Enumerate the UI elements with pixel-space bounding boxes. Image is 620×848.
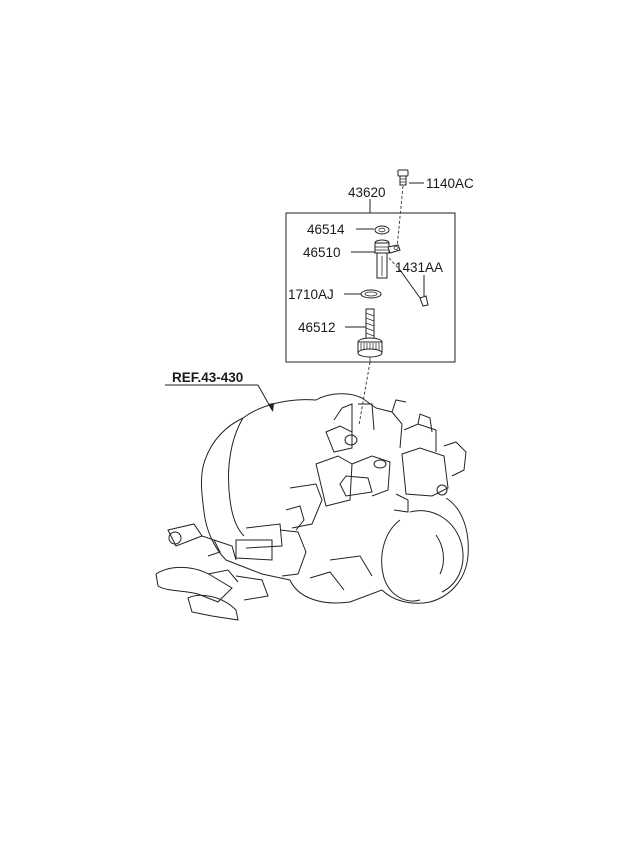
o-ring-part[interactable] [360,289,382,299]
label-1431aa: 1431AA [395,260,443,275]
label-1710aj: 1710AJ [288,287,334,302]
label-reference: REF.43-430 [172,370,243,385]
sleeve-part[interactable] [374,239,401,279]
pin-axis [388,257,401,271]
bolt-axis [396,185,404,249]
install-axis [358,361,371,426]
label-43620: 43620 [348,185,386,200]
driven-gear-part[interactable] [357,308,383,362]
transmission-housing[interactable] [155,393,469,621]
label-46510: 46510 [303,245,341,260]
bolt-part[interactable] [397,169,409,186]
seal-ring-part[interactable] [374,225,390,235]
label-46514: 46514 [307,222,345,237]
label-1140ac: 1140AC [426,176,474,191]
pin-part[interactable] [399,269,429,307]
label-46512: 46512 [298,320,336,335]
